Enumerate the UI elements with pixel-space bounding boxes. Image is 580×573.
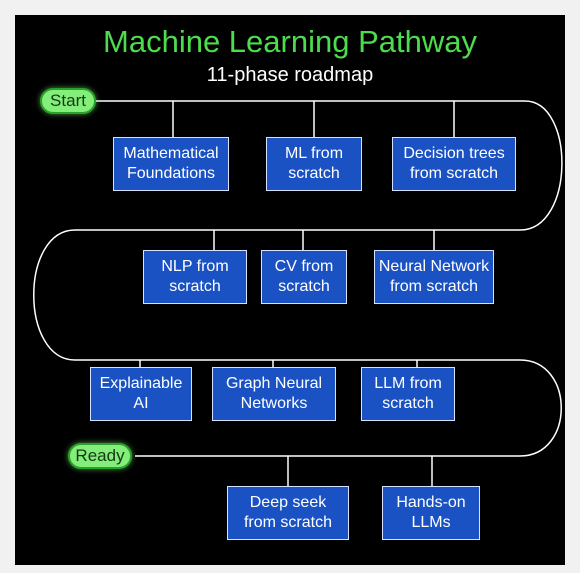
phase-cv-from-scratch[interactable]: CV from scratch [261, 250, 347, 304]
phase-mathematical-foundations[interactable]: Mathematical Foundations [113, 137, 229, 191]
ready-marker: Ready [68, 443, 132, 469]
start-marker: Start [40, 88, 96, 114]
diagram-canvas: Machine Learning Pathway 11-phase roadma… [15, 15, 565, 565]
phase-hands-on-llms[interactable]: Hands-on LLMs [382, 486, 480, 540]
pathway-lines [33, 100, 563, 486]
phase-decision-trees[interactable]: Decision trees from scratch [392, 137, 516, 191]
phase-llm-from-scratch[interactable]: LLM from scratch [361, 367, 455, 421]
serpentine-path [33, 100, 563, 457]
diagram-title: Machine Learning Pathway [103, 24, 477, 59]
phase-neural-network[interactable]: Neural Network from scratch [374, 250, 494, 304]
diagram-subtitle: 11-phase roadmap [206, 64, 374, 86]
phase-ml-from-scratch[interactable]: ML from scratch [266, 137, 362, 191]
phase-nlp-from-scratch[interactable]: NLP from scratch [143, 250, 247, 304]
phase-graph-neural-networks[interactable]: Graph Neural Networks [212, 367, 336, 421]
phase-deep-seek[interactable]: Deep seek from scratch [227, 486, 349, 540]
phase-explainable-ai[interactable]: Explainable AI [90, 367, 192, 421]
